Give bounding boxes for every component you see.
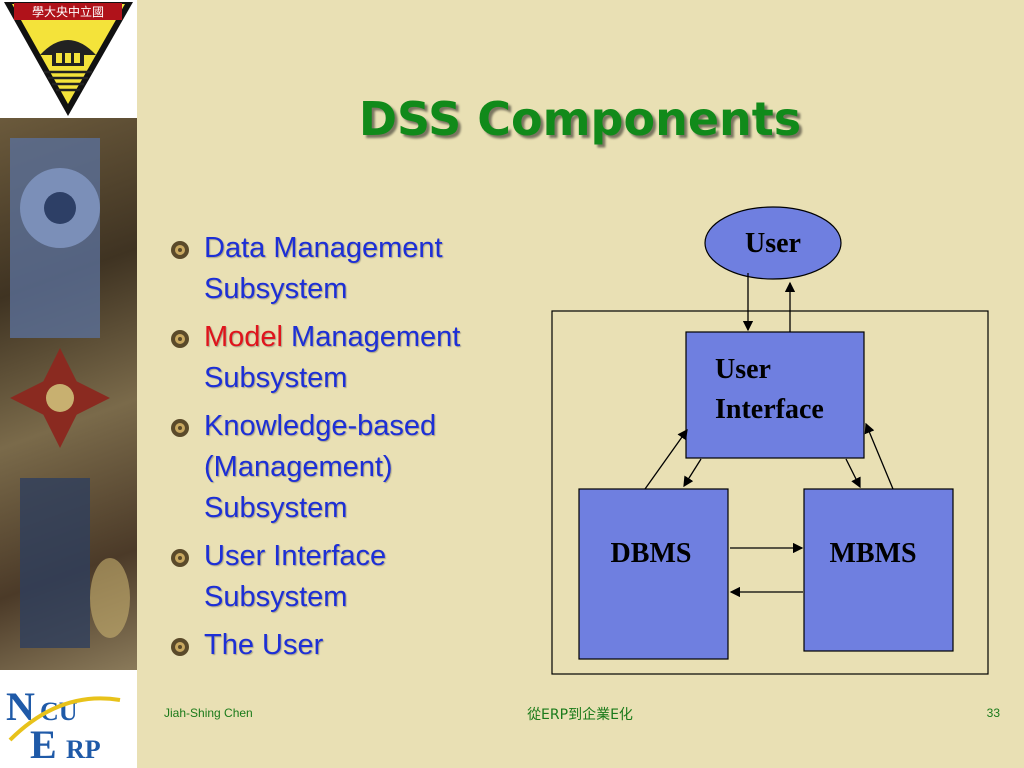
bullet-text: Knowledge-based (Management) Subsystem [204,410,437,524]
bullet-item: Data Management Subsystem [170,228,530,310]
user-interface-label-line2: Interface [715,394,824,425]
page-number: 33 [986,706,1000,720]
bullet-text: The User [204,629,324,661]
bullet-item: User Interface Subsystem [170,536,530,618]
bullet-text: Data Management Subsystem [204,232,443,305]
gear-bullet-icon [171,419,189,437]
dss-diagram: User User Interface DBMS MBMS [551,206,989,675]
bullet-list: Data Management Subsystem Model Manageme… [170,228,530,673]
bullet-highlight: Model [204,321,283,353]
dbms-label: DBMS [611,538,692,569]
svg-text:E: E [30,722,57,767]
university-seal: 學大央中立國 [4,2,133,116]
bullet-item: The User [170,625,530,666]
bullet-item: Knowledge-based (Management) Subsystem [170,406,530,529]
medal-photo [0,118,137,670]
slide-title: DSS Components [358,92,802,146]
bullet-text: User Interface Subsystem [204,540,387,613]
arrow-dbms-to-ui [644,428,688,490]
user-label: User [745,228,801,259]
arrow-ui-to-mbms [845,458,861,489]
bullet-item: Model Management Subsystem [170,317,530,399]
gear-bullet-icon [171,638,189,656]
user-interface-label-line1: User [715,354,771,385]
svg-text:RP: RP [66,735,101,764]
left-strip: 學大央中立國 N CU E RP [0,0,137,768]
system-boundary [551,310,989,675]
arrow-mbms-to-ui [864,422,894,490]
bullet-text: Management Subsystem [204,321,461,394]
footer-author: Jiah-Shing Chen [164,706,253,720]
gear-bullet-icon [171,330,189,348]
mbms-label: MBMS [829,538,916,569]
gear-bullet-icon [171,549,189,567]
footer-course-title: 從ERP到企業E化 [527,707,633,723]
dbms-box [578,488,729,660]
gear-bullet-icon [171,241,189,259]
user-interface-box [685,331,865,459]
mbms-box [803,488,954,652]
user-node [704,206,842,280]
arrow-ui-to-dbms [683,458,702,488]
ncu-erp-logo: N CU E RP [0,670,137,768]
svg-text:學大央中立國: 學大央中立國 [32,4,104,19]
